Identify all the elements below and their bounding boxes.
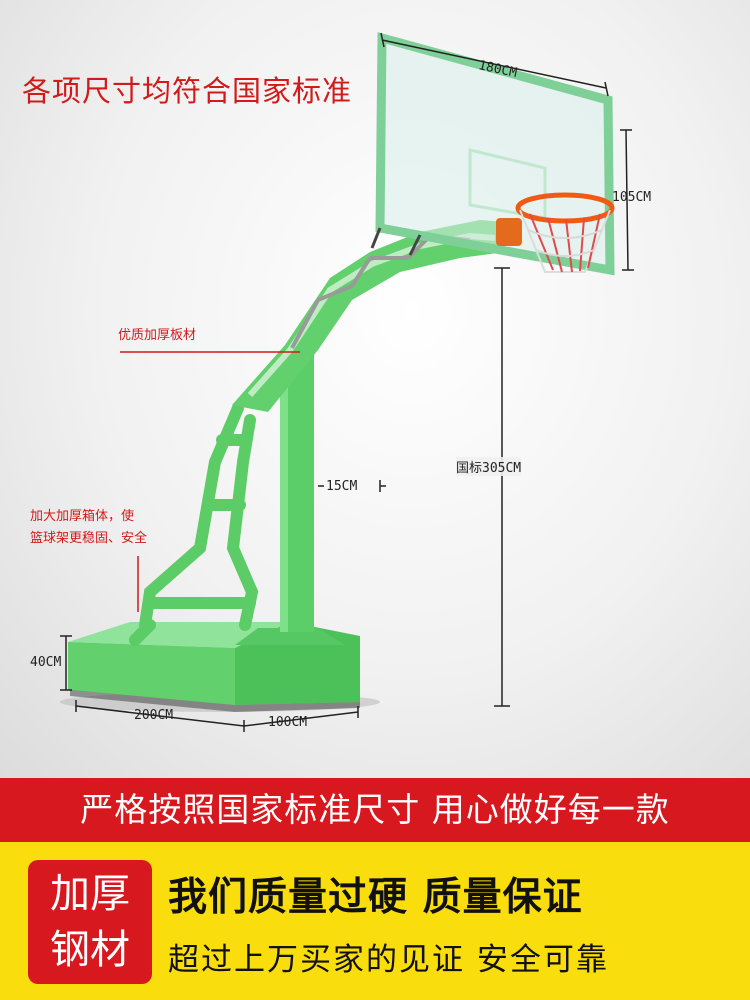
dim-base-width: 100CM [268, 715, 308, 730]
dim-base-height: 40CM [30, 655, 62, 670]
support-frame [129, 402, 259, 646]
basketball-stand-illustration [60, 32, 634, 732]
arm-truss [232, 220, 505, 412]
badge-line1: 加厚 [50, 871, 130, 917]
quality-slogan: 我们质量过硬 质量保证 [168, 875, 583, 920]
dim-pole-width: 15CM [326, 479, 358, 494]
thick-steel-badge: 加厚 钢材 [28, 860, 152, 984]
dimension-lines [60, 32, 634, 732]
callout-base-box: 加大加厚箱体，使 篮球架更稳固、安全 [30, 506, 147, 550]
standard-banner: 严格按照国家标准尺寸 用心做好每一款 [0, 778, 750, 842]
headline: 各项尺寸均符合国家标准 [22, 74, 353, 108]
dim-base-length: 200CM [134, 708, 174, 723]
basketball-rim [496, 192, 615, 273]
product-image: 各项尺寸均符合国家标准 优质加厚板材 加大加厚箱体，使 篮球架更稳固、安全 18… [0, 0, 750, 778]
callout-box-line1: 加大加厚箱体，使 [30, 509, 135, 524]
callout-lines [120, 351, 300, 612]
dim-rim-height: 国标305CM [456, 457, 522, 476]
backboard [370, 32, 615, 276]
trust-slogan: 超过上万买家的见证 安全可靠 [168, 942, 609, 978]
dim-backboard-height: 105CM [612, 190, 652, 205]
callout-board-material: 优质加厚板材 [118, 328, 197, 343]
callout-box-line2: 篮球架更稳固、安全 [30, 531, 148, 546]
badge-line2: 钢材 [50, 927, 130, 973]
